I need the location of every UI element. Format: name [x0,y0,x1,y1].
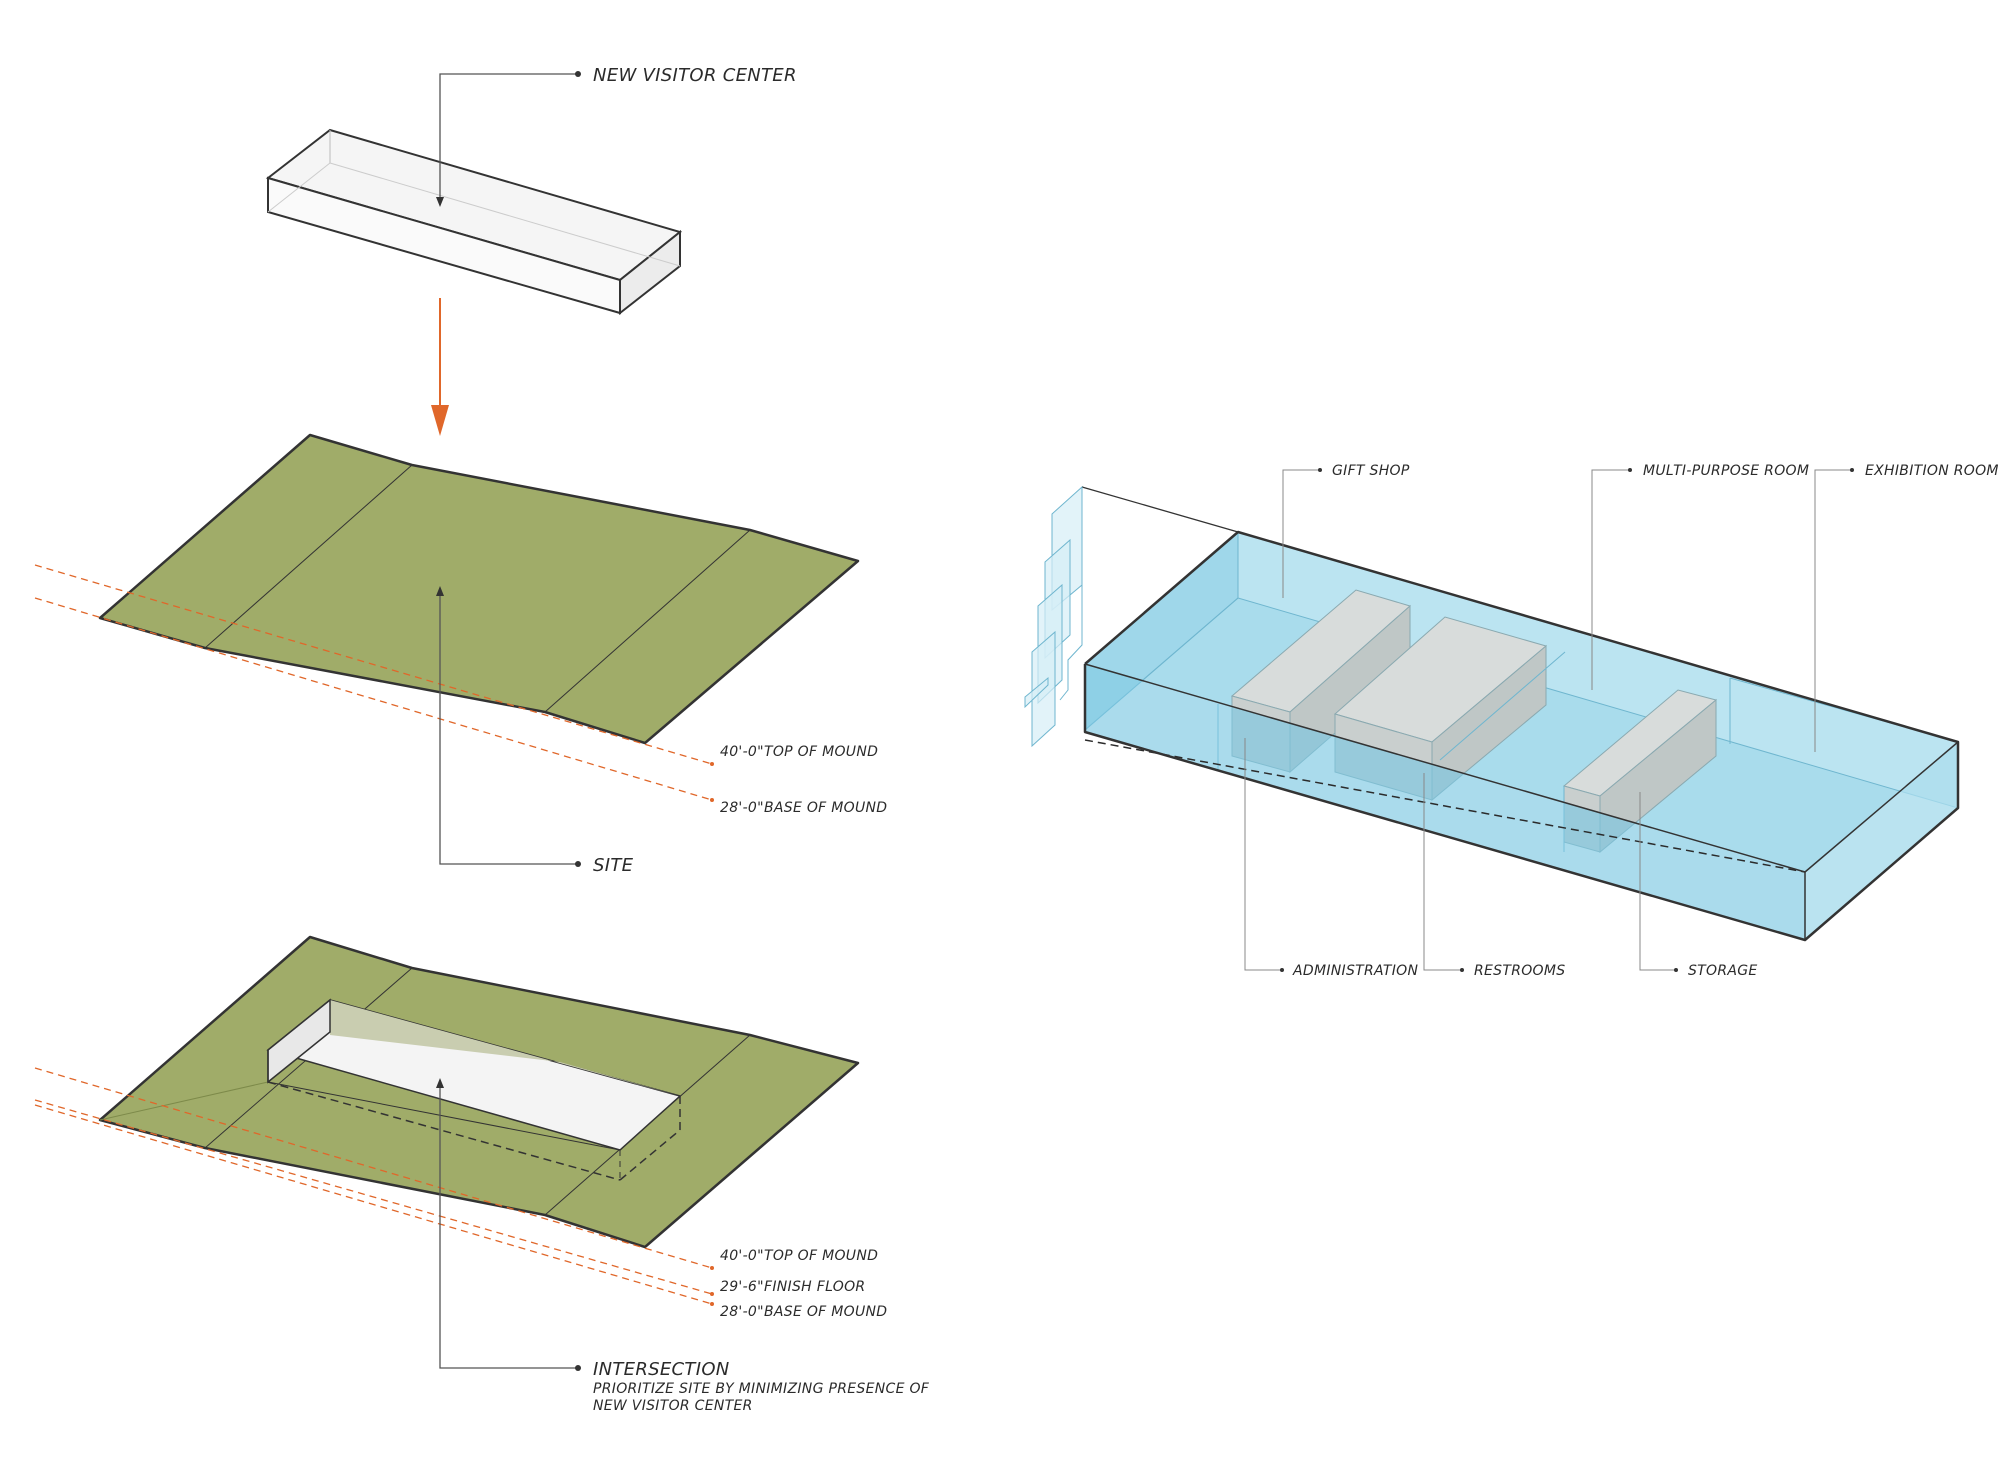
down-arrow [431,298,449,436]
site-elev-top-name: TOP OF MOUND [764,744,878,760]
label-intersection-group: INTERSECTION PRIORITIZE SITE BY MINIMIZI… [436,1078,930,1414]
intersection-datum-lines [34,1067,714,1306]
label-storage: STORAGE [1688,963,1758,979]
leader-new-visitor-center [439,73,578,203]
program-labels-bottom: ADMINISTRATION RESTROOMS STORAGE [1244,738,1758,979]
stepped-shard [1024,485,1239,748]
label-intersection-note-2: NEW VISITOR CENTER [593,1398,753,1414]
site-datum-lines [34,564,714,802]
label-site-group: SITE [436,586,634,876]
int-elev-top-name: TOP OF MOUND [764,1248,878,1264]
label-new-visitor-center-group: NEW VISITOR CENTER [436,65,797,207]
site-elev-base-value: 28'-0" [720,800,764,816]
site-elev-top-value: 40'-0" [720,744,764,760]
site-plane [98,433,860,745]
label-intersection-note-1: PRIORITIZE SITE BY MINIMIZING PRESENCE O… [593,1381,930,1397]
label-new-visitor-center: NEW VISITOR CENTER [593,65,797,86]
leader-intersection [439,1082,578,1369]
program-axon [1024,485,1960,942]
label-site: SITE [593,855,634,876]
label-multi-purpose-room: MULTI-PURPOSE ROOM [1643,463,1809,479]
site-elev-base-name: BASE OF MOUND [764,800,887,816]
program-front-face [1085,664,1805,940]
int-elev-top-value: 40'-0" [720,1248,764,1264]
label-restrooms: RESTROOMS [1474,963,1565,979]
site-surface [98,433,860,745]
int-elev-floor-value: 29'-6" [720,1279,764,1295]
site-elevation-labels: 40'-0" TOP OF MOUND 28'-0" BASE OF MOUND [720,744,887,816]
label-administration: ADMINISTRATION [1292,963,1418,979]
label-gift-shop: GIFT SHOP [1332,463,1410,479]
visitor-center-volume [265,128,683,316]
intersection-plane [98,935,860,1249]
label-intersection: INTERSECTION [593,1359,730,1380]
program-right-face [1805,742,1958,940]
leader-site [439,590,578,865]
program-labels-top: GIFT SHOP MULTI-PURPOSE ROOM EXHIBITION … [1282,463,1999,752]
label-exhibition-room: EXHIBITION ROOM [1865,463,1999,479]
int-elev-floor-name: FINISH FLOOR [764,1279,865,1295]
int-elev-base-name: BASE OF MOUND [764,1304,887,1320]
program-outline [1083,530,1960,942]
int-elev-base-value: 28'-0" [720,1304,764,1320]
intersection-elevation-labels: 40'-0" TOP OF MOUND 29'-6" FINISH FLOOR … [720,1248,887,1320]
intersection-cut-wall [330,1000,680,1096]
